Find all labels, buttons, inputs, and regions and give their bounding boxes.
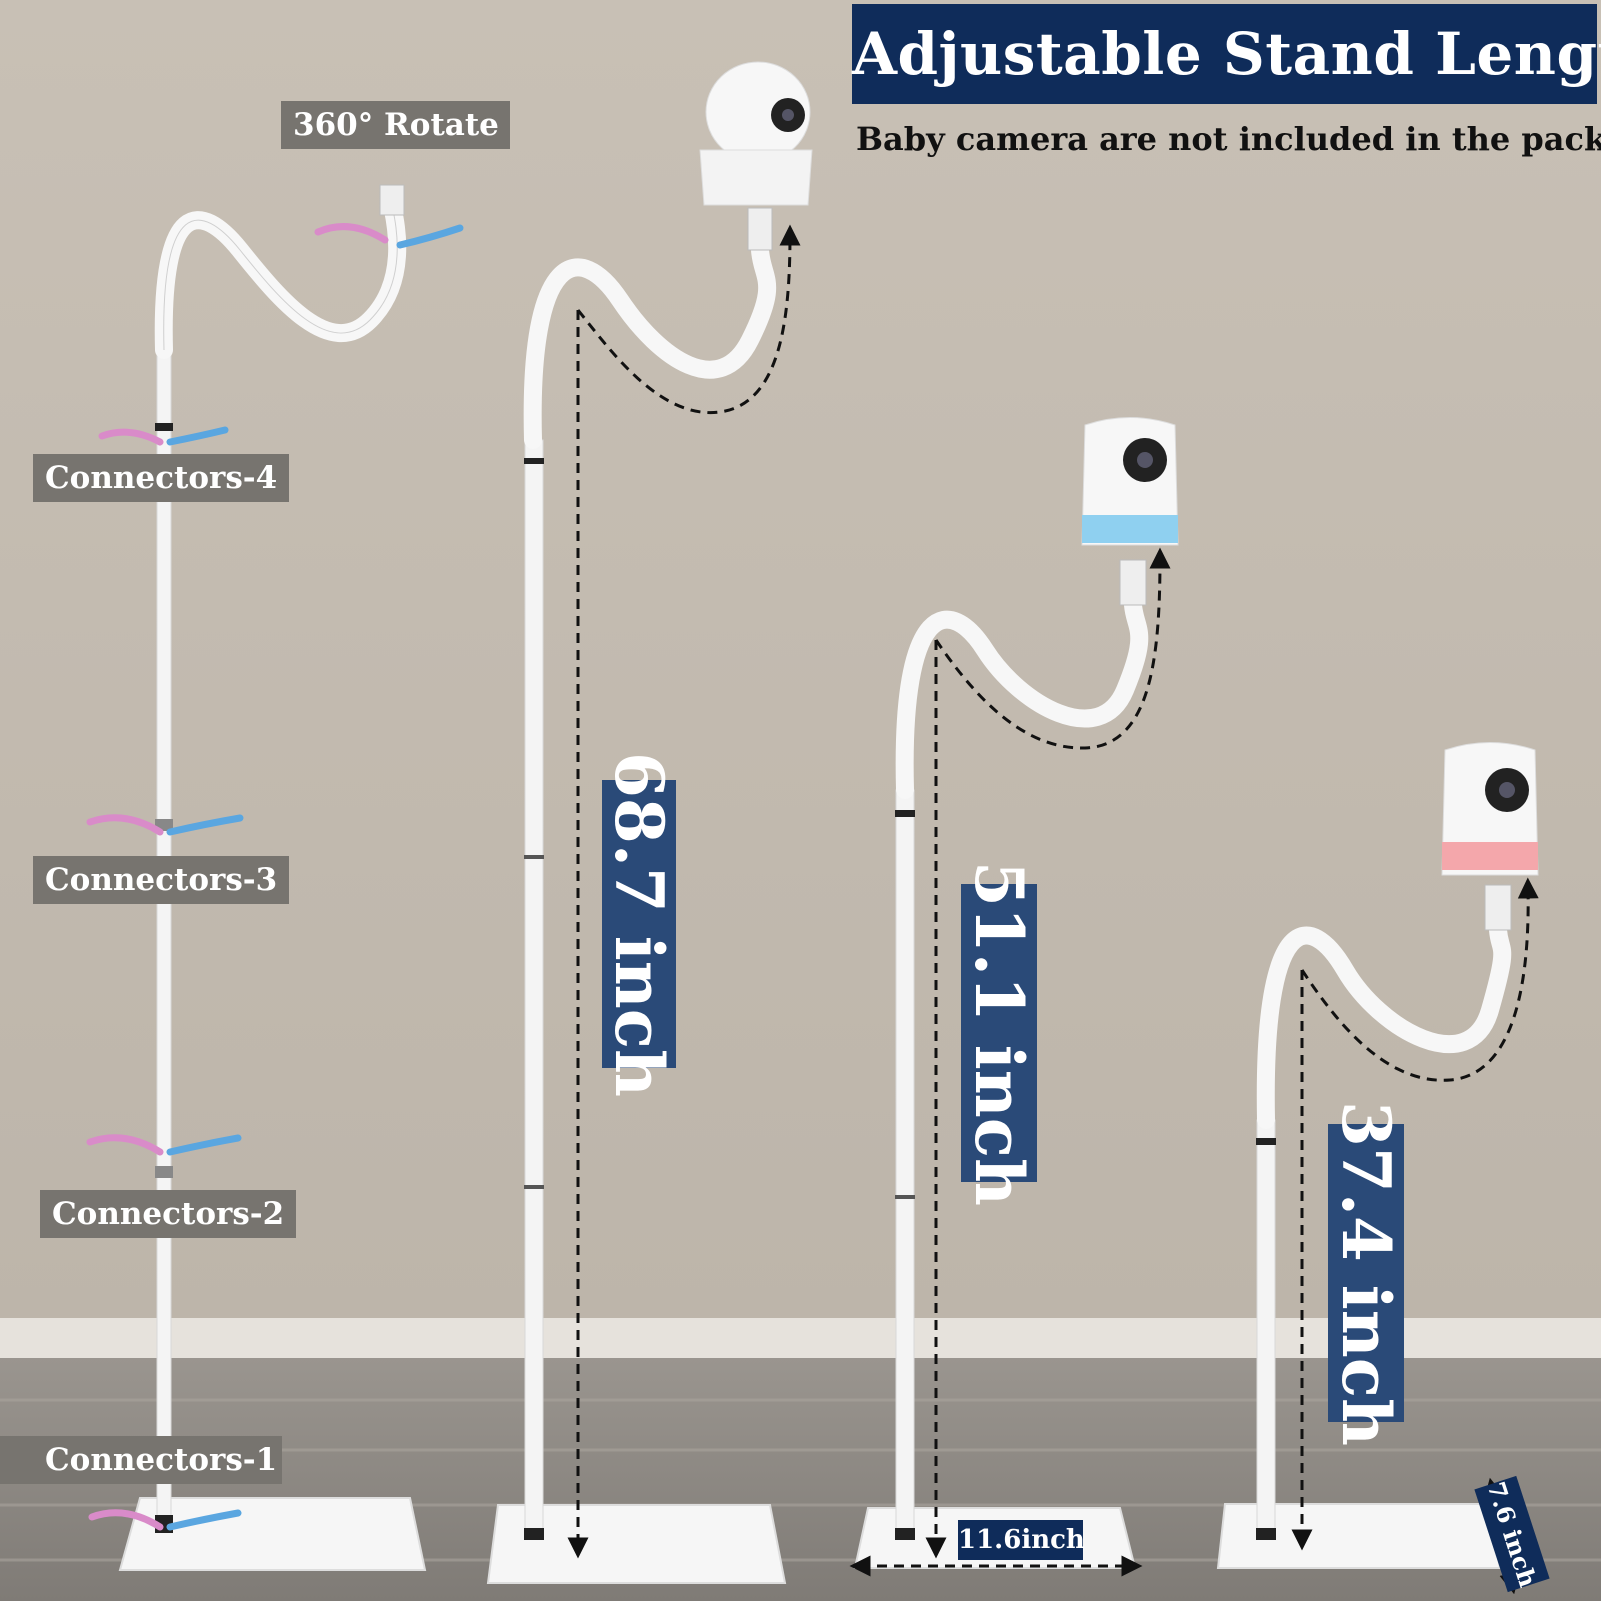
- package-note: Baby camera are not included in the pack…: [856, 120, 1601, 158]
- height-mid-label: 51.1 inch: [960, 860, 1038, 1206]
- stand-2: [486, 61, 813, 1584]
- rotate-arrows: [86, 223, 464, 1531]
- height-max-label: 68.7 inch: [600, 751, 678, 1097]
- page-title: Adjustable Stand Length: [852, 4, 1601, 104]
- height-min-label: 37.4 inch: [1327, 1100, 1405, 1446]
- connector-2-tag: Connectors-2: [40, 1190, 297, 1238]
- measure-lines: [567, 224, 1539, 1595]
- connector-4-tag: Connectors-4: [33, 454, 290, 502]
- connector-3-tag: Connectors-3: [33, 856, 290, 904]
- rotate-tag: 360° Rotate: [281, 101, 510, 149]
- wall: [0, 0, 1601, 1320]
- connector-1-tag: Connectors-1: [0, 1436, 282, 1484]
- base-width-label: 11.6inch: [958, 1520, 1085, 1560]
